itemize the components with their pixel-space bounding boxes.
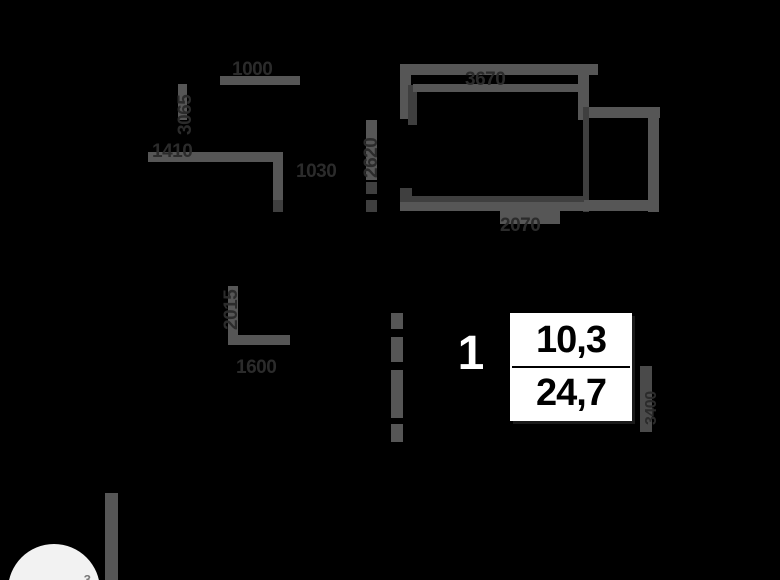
dimension-center-1030: 1030 — [296, 161, 337, 182]
dimension-left-wall: 1410 — [152, 141, 193, 162]
apartment-number: 1 — [457, 327, 485, 380]
dimension-top-left: 1000 — [232, 59, 273, 80]
wall-mid-left-vertical — [228, 286, 238, 344]
dimension-left-vertical: 3065 — [175, 94, 196, 135]
wall-left-long-horizontal — [148, 152, 283, 162]
wall-right-room-bottom-tab — [500, 211, 560, 224]
wall-center-lower-seg3 — [391, 370, 403, 418]
dimension-top-right: 3670 — [465, 69, 506, 90]
wall-right-room-bottom — [400, 200, 659, 211]
wall-right-room-bottom-inner — [404, 196, 584, 202]
wall-right-room-left-lower — [408, 85, 417, 125]
wall-center-vertical-joint — [366, 182, 377, 194]
dimension-mid-vertical: 2015 — [221, 289, 242, 330]
dimension-mid-lower: 1600 — [236, 357, 277, 378]
dimension-center-vertical: 2620 — [361, 137, 382, 178]
wall-center-vertical-lower — [366, 200, 377, 212]
dimension-bottom-right: 2070 — [500, 215, 541, 236]
dimension-right-vertical: 3400 — [643, 391, 660, 425]
wall-right-room-inner-top — [413, 84, 583, 92]
wall-top-left-horizontal — [220, 76, 300, 85]
area-label-box: 10,3 24,7 — [510, 313, 632, 421]
total-area-value: 24,7 — [536, 372, 607, 414]
wall-upper-left-vertical — [178, 84, 187, 120]
wall-right-room-notch — [578, 75, 589, 120]
wall-mid-left-horizontal — [228, 335, 290, 345]
wall-right-room-shelf — [578, 107, 660, 118]
watermark-dial-icon: 3 10 — [8, 544, 100, 580]
wall-right-lower-vertical — [640, 366, 652, 432]
wall-right-room-left-foot — [400, 188, 412, 202]
wall-left-corner-vertical — [273, 152, 283, 207]
wall-right-room-left — [400, 64, 411, 119]
living-area-value: 10,3 — [512, 315, 630, 368]
wall-right-room-right — [648, 107, 659, 212]
wall-center-lower-seg4 — [391, 424, 403, 442]
wall-center-vertical-upper — [366, 120, 377, 180]
wall-center-lower-seg2 — [391, 337, 403, 362]
wall-left-corner-stub — [273, 200, 283, 212]
wall-right-room-top — [400, 64, 598, 75]
wall-bottom-left-vertical — [105, 493, 118, 580]
wall-center-lower-seg1 — [391, 313, 403, 329]
watermark-mark-3: 3 — [83, 572, 91, 580]
wall-right-room-inner-right — [583, 107, 589, 212]
